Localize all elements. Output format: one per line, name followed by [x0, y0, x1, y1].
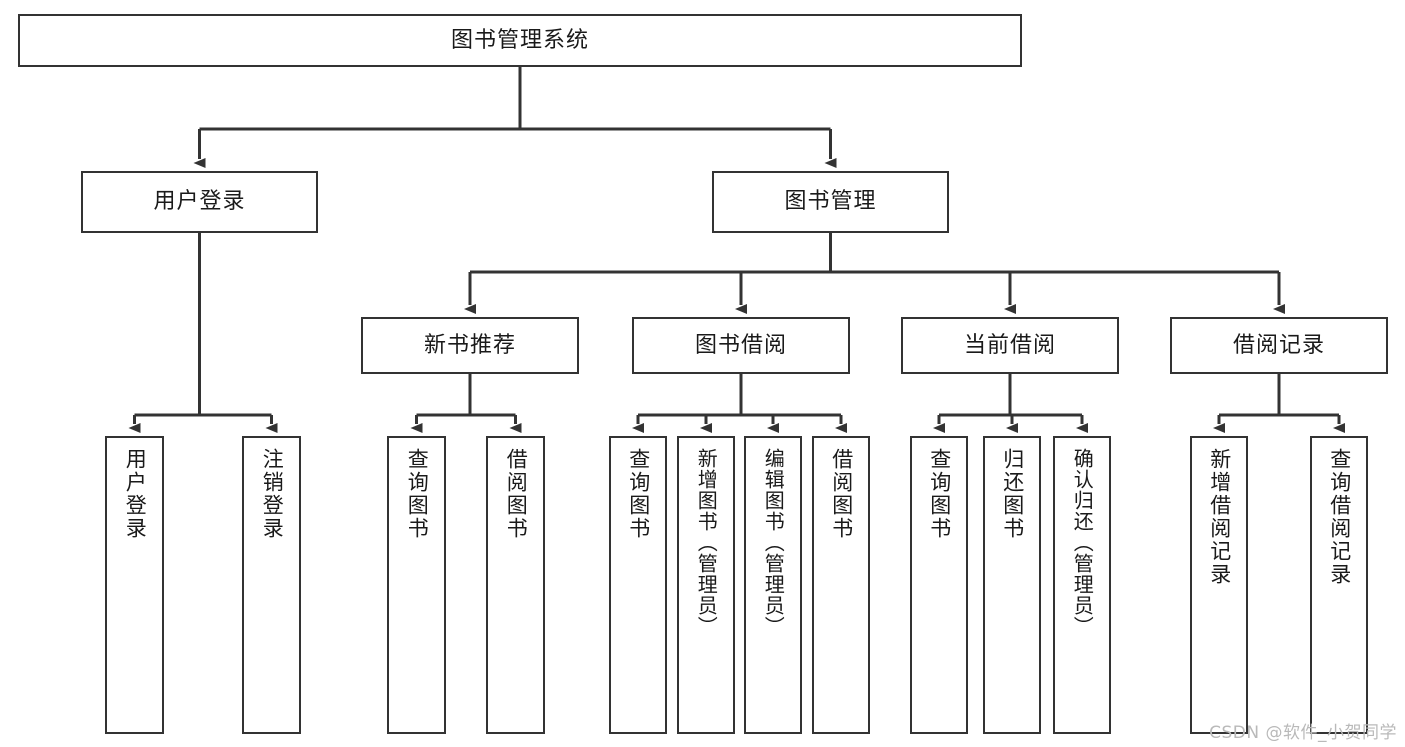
node-l3-图书借阅[interactable]: 图书借阅	[632, 317, 850, 374]
node-label: 查询图书	[626, 448, 651, 540]
node-label: 图书管理系统	[450, 27, 589, 53]
node-label: 查询图书	[927, 448, 952, 540]
node-l2-用户登录[interactable]: 用户登录	[81, 171, 318, 233]
node-leaf-确认归还管理员[interactable]: 确认归还（管理员）	[1053, 436, 1111, 734]
node-label: 当前借阅	[963, 332, 1056, 358]
node-l3-新书推荐[interactable]: 新书推荐	[361, 317, 579, 374]
node-label: 用户登录	[153, 189, 246, 214]
node-label: 查询图书	[405, 448, 430, 540]
node-label: 借阅图书	[829, 448, 854, 540]
node-leaf-新增图书管理员[interactable]: 新增图书（管理员）	[677, 436, 735, 734]
node-leaf-归还图书[interactable]: 归还图书	[983, 436, 1041, 734]
node-label: 借阅图书	[504, 448, 529, 540]
node-label: 用户登录	[123, 448, 148, 540]
node-label: 新书推荐	[423, 332, 516, 358]
node-l2-图书管理[interactable]: 图书管理	[712, 171, 949, 233]
node-leaf-查询图书[interactable]: 查询图书	[910, 436, 968, 734]
node-leaf-查询图书[interactable]: 查询图书	[387, 436, 446, 734]
node-label: 图书借阅	[694, 332, 787, 358]
node-label: 查询借阅记录	[1327, 448, 1352, 586]
node-label: 借阅记录	[1232, 332, 1325, 358]
node-label: 归还图书	[1000, 448, 1025, 540]
node-leaf-编辑图书管理员[interactable]: 编辑图书（管理员）	[744, 436, 802, 734]
node-l3-当前借阅[interactable]: 当前借阅	[901, 317, 1119, 374]
node-label: 新增借阅记录	[1207, 448, 1232, 586]
node-leaf-查询借阅记录[interactable]: 查询借阅记录	[1310, 436, 1368, 734]
node-root-图书管理系统[interactable]: 图书管理系统	[18, 14, 1022, 67]
node-leaf-查询图书[interactable]: 查询图书	[609, 436, 667, 734]
node-label: 图书管理	[784, 189, 877, 214]
node-leaf-用户登录[interactable]: 用户登录	[105, 436, 164, 734]
node-label: 新增图书（管理员）	[694, 448, 719, 637]
csdn-watermark: CSDN @软件_小贺同学	[1209, 723, 1397, 743]
node-label: 注销登录	[260, 448, 285, 540]
node-l3-借阅记录[interactable]: 借阅记录	[1170, 317, 1388, 374]
node-leaf-借阅图书[interactable]: 借阅图书	[486, 436, 545, 734]
node-label: 确认归还（管理员）	[1070, 448, 1095, 637]
node-leaf-借阅图书[interactable]: 借阅图书	[812, 436, 870, 734]
node-label: 编辑图书（管理员）	[761, 448, 786, 637]
node-leaf-注销登录[interactable]: 注销登录	[242, 436, 301, 734]
node-leaf-新增借阅记录[interactable]: 新增借阅记录	[1190, 436, 1248, 734]
